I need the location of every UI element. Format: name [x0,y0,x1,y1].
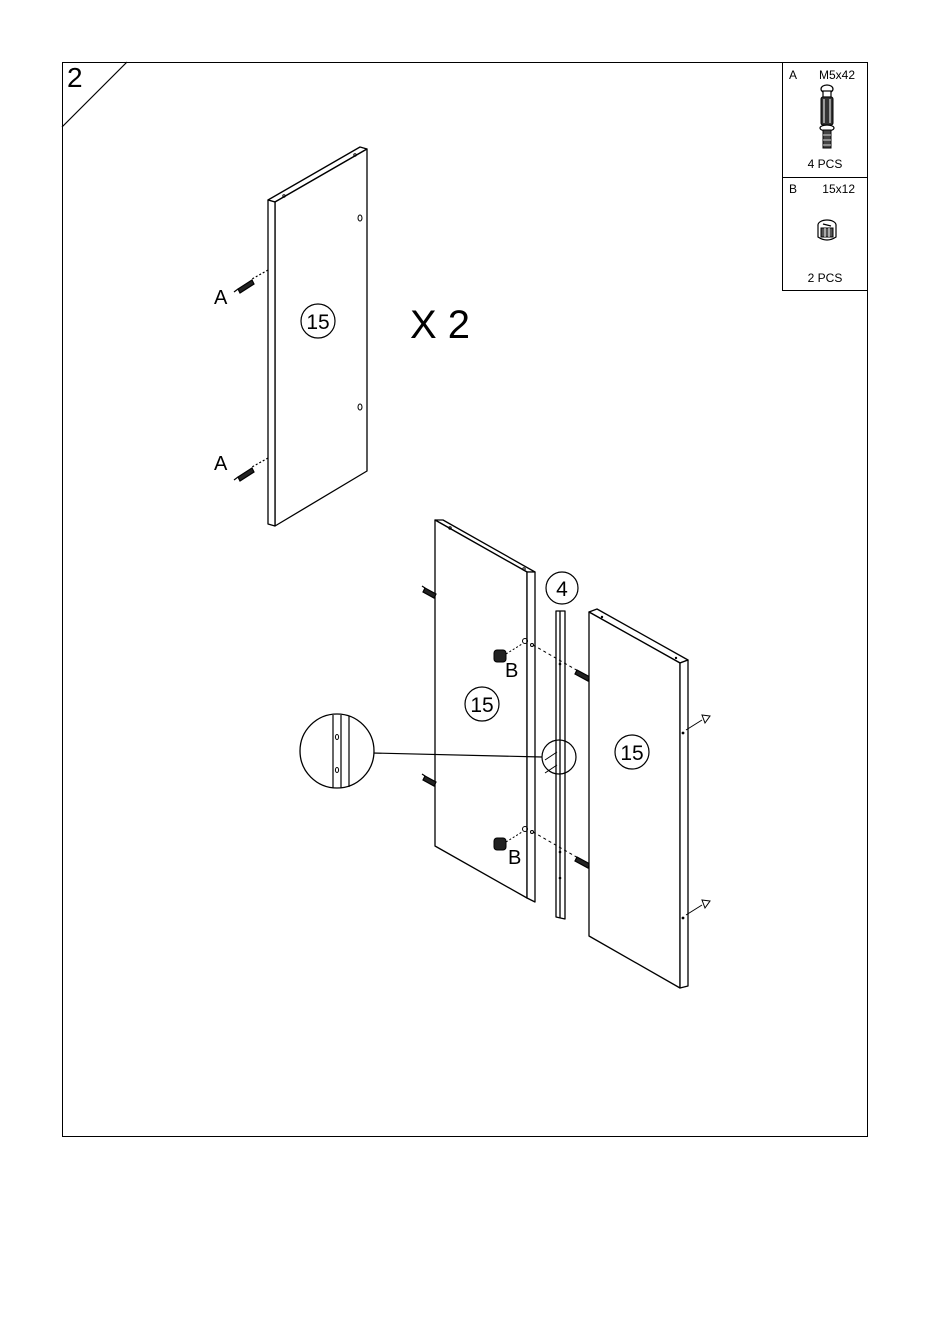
part-a-quantity: 4 PCS [783,157,867,171]
arrow-right-lower-icon [686,900,710,915]
bolt-a-lower-icon [234,458,268,481]
cam-bolt-icon [816,83,838,153]
callout-cam-lower: B [508,847,521,869]
bolt-left-lower-icon [422,774,436,786]
callout-cam-upper: B [505,660,518,682]
part-a-size: M5x42 [819,68,855,82]
bolt-a-upper-icon [234,270,268,293]
divider-panel [556,611,565,919]
bolt-divider-upper-icon [575,670,590,681]
callout-bolt-lower: A [214,453,228,475]
arrow-right-upper-icon [686,715,710,730]
part-b-letter: B [789,182,797,196]
callout-bolt-upper: A [214,287,228,309]
part-a-letter: A [789,68,797,82]
detail-arrows [545,752,557,773]
part-b-quantity: 2 PCS [783,271,867,285]
bolt-divider-lower-icon [575,857,590,868]
part-b-size: 15x12 [822,182,855,196]
bolt-left-upper-icon [422,586,436,598]
detail-magnifier [300,714,374,788]
panel-left-number: 15 [470,694,493,717]
multiplier-label: X 2 [410,303,470,347]
panel-top-number: 15 [306,311,329,334]
panel-right-number: 15 [620,742,643,765]
cam-lock-icon [815,217,839,245]
part-a-cell: A M5x42 4 PCS [783,63,867,178]
step-number: 2 [67,64,83,92]
divider-number: 4 [556,578,568,601]
part-b-cell: B 15x12 2 PCS [783,177,867,292]
panel-top [268,147,367,526]
parts-list: A M5x42 4 PCS B 15x12 2 PCS [782,62,868,291]
panel-right [589,609,688,988]
